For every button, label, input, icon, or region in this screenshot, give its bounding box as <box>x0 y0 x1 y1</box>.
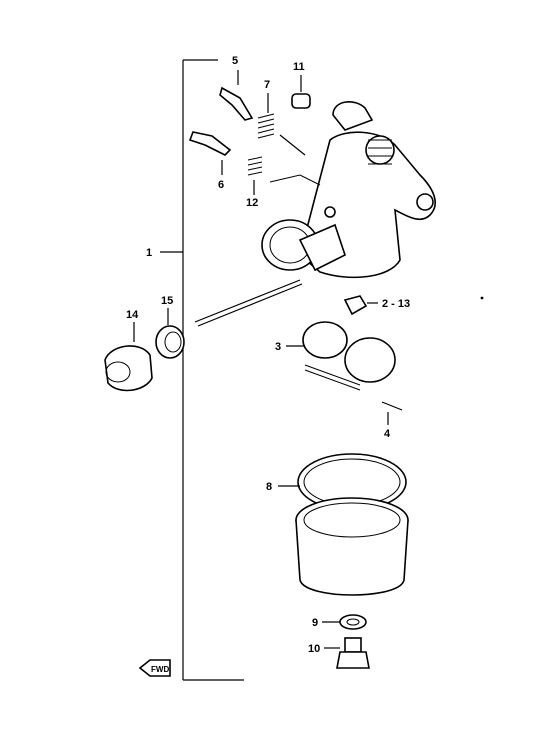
callout-3: 3 <box>275 341 281 353</box>
spring-7 <box>257 93 306 156</box>
float-pin-4 <box>381 401 403 425</box>
callout-labels: 1 2 - 13 3 4 5 6 7 8 9 10 11 12 14 15 <box>126 55 410 655</box>
callout-15: 15 <box>161 295 173 307</box>
float-3 <box>286 321 396 391</box>
spring-12 <box>247 156 263 195</box>
callout-14: 14 <box>126 309 139 321</box>
pilot-screw <box>219 70 254 121</box>
callout-10: 10 <box>308 643 320 655</box>
callout-4: 4 <box>384 428 391 440</box>
fwd-label: FWD <box>151 665 169 674</box>
throttle-stop-screw <box>188 131 232 175</box>
callout-12: 12 <box>246 197 258 209</box>
cap-11 <box>291 75 311 109</box>
callout-1: 1 <box>146 247 152 259</box>
screw-2-13 <box>343 295 378 316</box>
drain-bolt-10 <box>324 637 370 669</box>
callout-5: 5 <box>232 55 238 67</box>
callout-2-13: 2 - 13 <box>382 298 410 310</box>
assembly-bracket <box>160 59 244 681</box>
washer-9 <box>322 614 367 630</box>
callout-9: 9 <box>312 617 318 629</box>
callout-7: 7 <box>264 79 270 91</box>
float-bowl <box>295 497 409 596</box>
stray-dot <box>480 296 484 300</box>
seal-15 <box>155 308 185 359</box>
fwd-arrow-icon: FWD <box>138 659 171 677</box>
cap-14 <box>104 322 153 392</box>
callout-6: 6 <box>218 179 224 191</box>
carburetor-body <box>194 101 436 327</box>
callout-11: 11 <box>293 61 305 73</box>
callout-8: 8 <box>266 481 272 493</box>
